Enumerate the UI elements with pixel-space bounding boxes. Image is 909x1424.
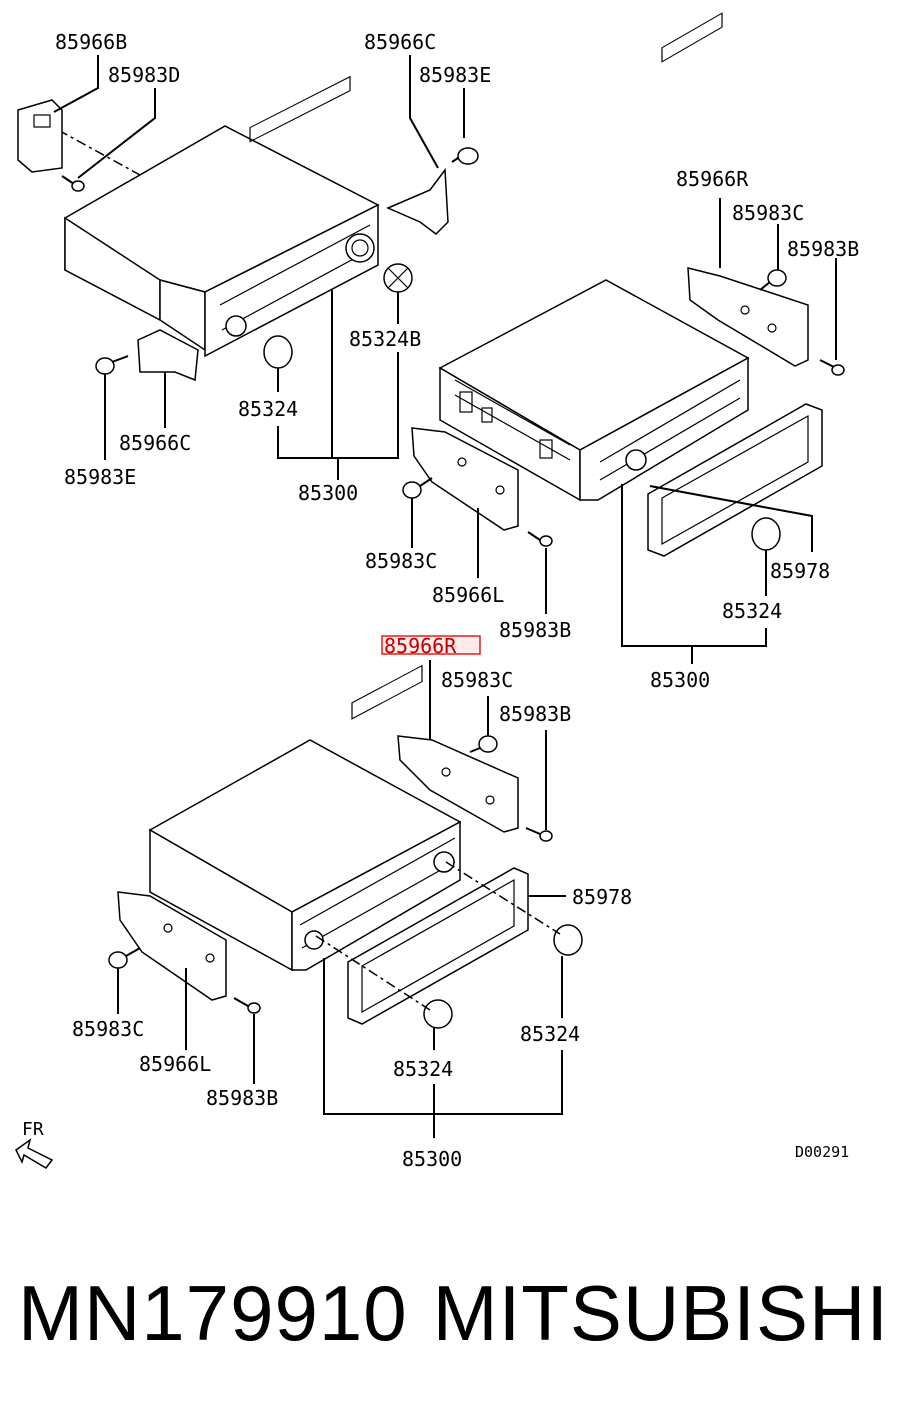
diagram-code: D00291 (795, 1143, 849, 1161)
face-frame-85978-b (647, 403, 823, 557)
label-85300-a: 85300 (298, 481, 358, 505)
label-85983C-c-top: 85983C (441, 668, 513, 692)
screw-85983B-c-top (525, 827, 553, 842)
bolt-85983C-c (108, 947, 141, 969)
label-85983C-b-top: 85983C (732, 201, 804, 225)
label-85966R-b: 85966R (676, 167, 749, 191)
label-85966R-c-highlighted: 85966R (384, 634, 457, 658)
screw-85983B-c (233, 997, 261, 1014)
knob-85324-b (751, 517, 781, 551)
bracket-85966B (17, 99, 63, 173)
label-85966B: 85966B (55, 30, 127, 54)
label-85983E-left: 85983E (64, 465, 136, 489)
label-85983E-top: 85983E (419, 63, 491, 87)
label-85324-b: 85324 (722, 599, 782, 623)
label-85966L-c: 85966L (139, 1052, 211, 1076)
label-85983D: 85983D (108, 63, 180, 87)
footer: MN179910 MITSUBISHI (0, 1268, 909, 1368)
radio-a-display (249, 75, 351, 143)
label-85966C-top: 85966C (364, 30, 436, 54)
bracket-85966L-c (117, 891, 227, 1001)
label-85983B-c: 85983B (206, 1086, 278, 1110)
radio-unit-b-faceplate (579, 356, 749, 501)
label-85966L-b: 85966L (432, 583, 504, 607)
bolt-85983C-c-top (469, 735, 498, 753)
label-85300-c: 85300 (402, 1147, 462, 1171)
screw-85983D (61, 175, 85, 192)
radio-c-knob-left (304, 930, 324, 950)
label-85983B-b-top: 85983B (787, 237, 859, 261)
bracket-85966R-b (687, 267, 809, 367)
radio-a-knob-left (225, 315, 247, 337)
label-85324-c-right: 85324 (520, 1022, 580, 1046)
brand-name: MITSUBISHI (432, 1269, 889, 1357)
knob-85324-c-right (553, 924, 583, 956)
part-number: MN179910 (18, 1269, 408, 1357)
label-85966C-left: 85966C (119, 431, 191, 455)
radio-b-knob (625, 449, 647, 471)
label-85983B-c-top: 85983B (499, 702, 571, 726)
label-85324-c-mid: 85324 (393, 1057, 453, 1081)
bracket-85966C-left (137, 329, 199, 382)
knob-85324-a (263, 335, 293, 369)
assembly-a: 85966B 85983D 85966C 85983E 85324B 85324… (17, 30, 491, 505)
label-85983C-c: 85983C (72, 1017, 144, 1041)
label-85983B-b: 85983B (499, 618, 571, 642)
radio-c-knob-right (433, 851, 455, 873)
knob-85324B (383, 263, 413, 293)
fr-label: FR (22, 1119, 44, 1140)
highlight-box-85966R (381, 635, 481, 655)
label-85983C-b: 85983C (365, 549, 437, 573)
bracket-85966C-top (386, 167, 449, 235)
radio-b-display (661, 12, 723, 63)
face-frame-85978-c (347, 867, 529, 1025)
assembly-b: 85966R 85983C 85983B 85983C 85966L 85983… (365, 12, 859, 692)
assembly-c: 85966R 85983C 85983B 85978 85983C 85966L… (72, 634, 632, 1171)
knob-85324-c-mid (423, 999, 453, 1029)
bracket-85966R-c (397, 735, 519, 833)
label-85978-c: 85978 (572, 885, 632, 909)
label-85324B: 85324B (349, 327, 421, 351)
arrow-up-left-icon (15, 1138, 54, 1169)
radio-unit-a-faceplate (204, 203, 379, 358)
radio-a-knob-right (345, 233, 375, 263)
bracket-85966L-b (411, 427, 519, 531)
radio-c-display (351, 664, 423, 720)
label-85300-b: 85300 (650, 668, 710, 692)
screw-85983B-b-top (819, 359, 845, 376)
bolt-85983C-b (402, 477, 433, 499)
front-direction-marker: FR (15, 1119, 54, 1169)
screw-85983B-b (527, 531, 553, 547)
bolt-85983C-b-top (759, 269, 787, 291)
label-85978-b: 85978 (770, 559, 830, 583)
label-85324-a: 85324 (238, 397, 298, 421)
bolt-85983E-top (451, 147, 479, 165)
bolt-85983E-left (95, 355, 129, 375)
